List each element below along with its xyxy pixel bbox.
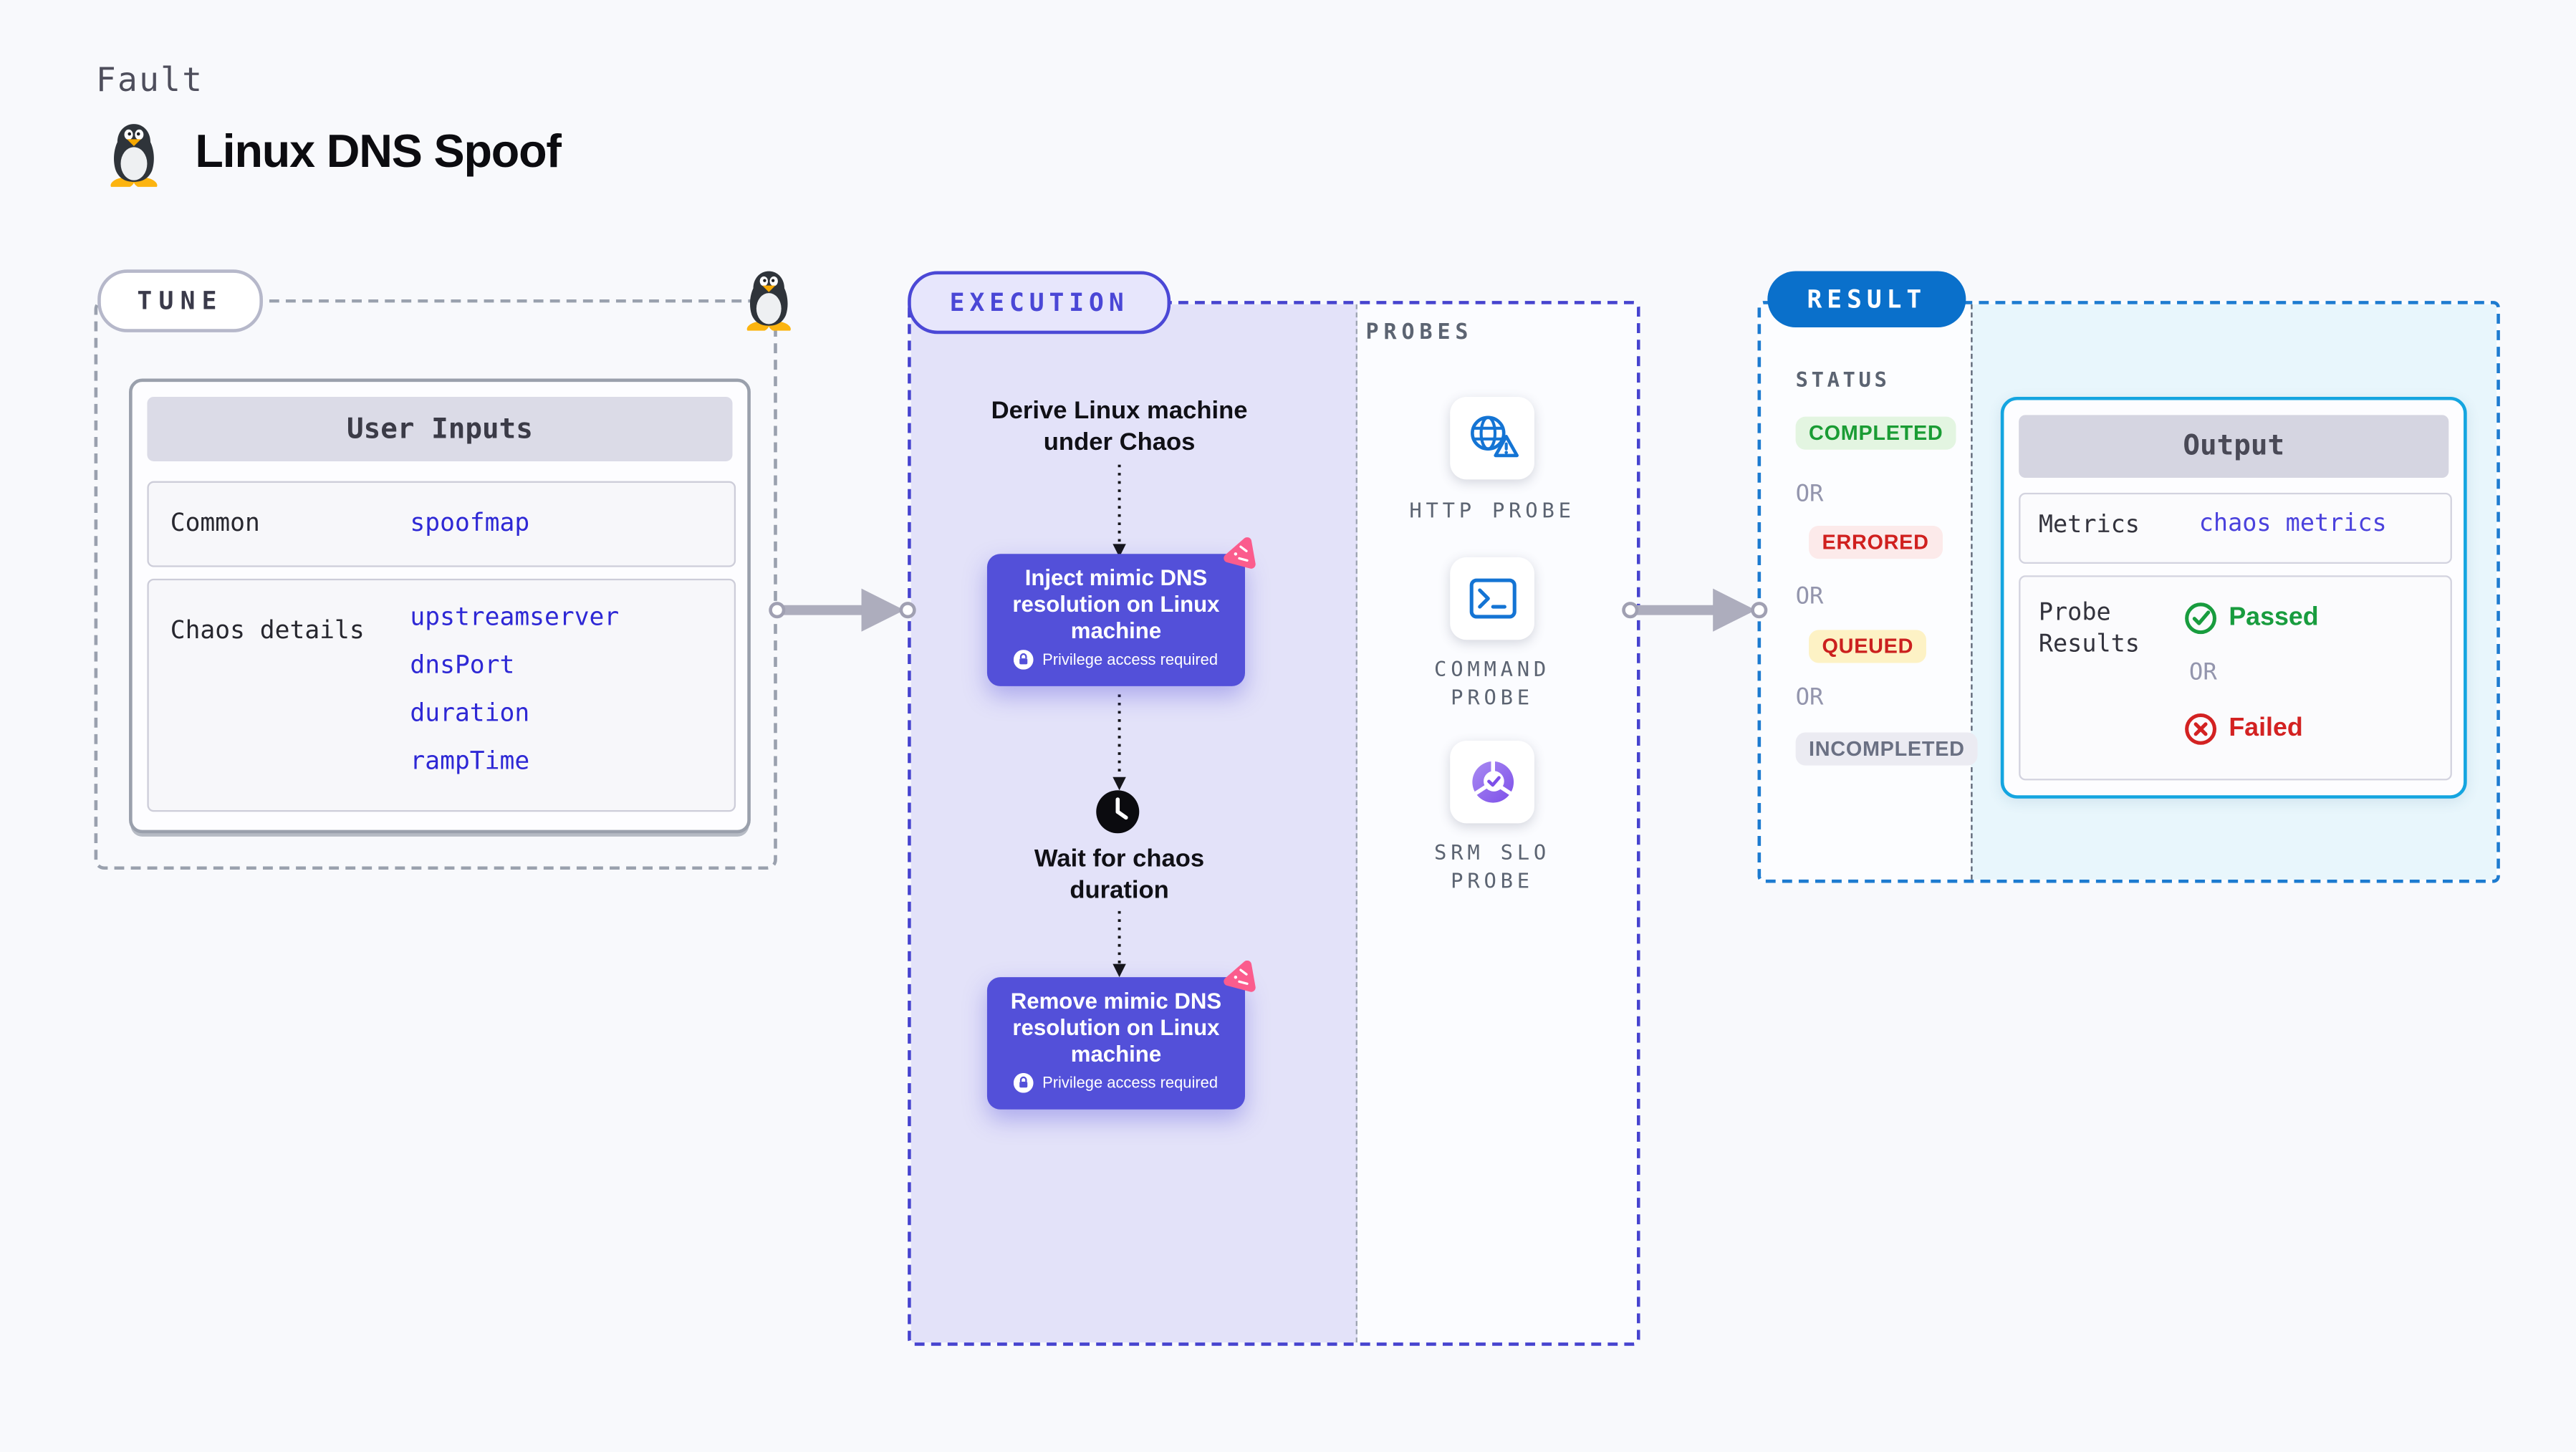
input-value[interactable]: duration [410, 698, 530, 728]
row-label: Chaos details [170, 615, 365, 645]
privilege-note: Privilege access required [1042, 650, 1219, 669]
probe-result-passed: Passed [2184, 602, 2319, 635]
execution-pill[interactable]: EXECUTION [908, 271, 1171, 335]
lock-icon [1014, 650, 1034, 670]
slo-gauge-icon [1471, 759, 1513, 803]
probe-label: SRM SLO PROBE [1434, 840, 1551, 893]
probe-label: HTTP PROBE [1409, 497, 1575, 523]
command-probe-card[interactable] [1450, 557, 1534, 640]
metrics-label: Metrics [2038, 512, 2140, 539]
inject-chaos-step-card[interactable]: Inject mimic DNS resolution on Linux mac… [986, 554, 1245, 686]
common-inputs-row: Common spoofmap [147, 481, 736, 567]
status-heading: STATUS [1795, 367, 1890, 393]
tux-penguin-icon [746, 271, 791, 331]
connector-arrow [782, 605, 863, 615]
or-separator: OR [1795, 481, 1824, 508]
connector-arrowhead [1713, 588, 1756, 632]
http-probe-card[interactable] [1450, 396, 1534, 480]
status-badge-incompleted: INCOMPLETED [1795, 732, 1979, 766]
input-value[interactable]: upstreamserver [410, 602, 620, 632]
connector-endpoint [769, 602, 786, 619]
remove-step-label: Remove mimic DNS resolution on Linux mac… [1010, 989, 1222, 1067]
input-value[interactable]: dnsPort [410, 650, 515, 680]
chaos-details-row: Chaos details upstreamserver dnsPort dur… [147, 578, 736, 812]
connector-arrowhead [861, 588, 905, 632]
user-inputs-card: User Inputs Common spoofmap Chaos detail… [129, 378, 751, 834]
chaos-fault-badge-icon [1224, 961, 1256, 992]
inject-step-label: Inject mimic DNS resolution on Linux mac… [1012, 565, 1220, 643]
connector-arrow [1635, 605, 1715, 615]
row-label: Common [170, 507, 260, 538]
x-circle-icon [2185, 713, 2217, 745]
tune-group-box [94, 299, 777, 870]
probe-results-row: Probe Results Passed OR Failed [2019, 575, 2452, 781]
check-circle-icon [2185, 602, 2217, 635]
status-badge-errored: ERRORED [1809, 525, 1943, 559]
or-separator: OR [1795, 583, 1824, 610]
globe-alert-icon [1469, 415, 1518, 458]
page-title: Linux DNS Spoof [195, 125, 562, 177]
output-card: Output Metrics chaos metrics Probe Resul… [2000, 396, 2467, 799]
probe-label: COMMAND PROBE [1434, 656, 1551, 710]
probe-result-failed: Failed [2184, 713, 2303, 746]
privilege-note: Privilege access required [1042, 1074, 1219, 1092]
chaos-fault-badge-icon [1224, 537, 1256, 569]
wait-clock-icon [1096, 790, 1140, 834]
probe-results-label: Probe Results [2038, 600, 2140, 658]
srm-slo-probe-card[interactable] [1450, 741, 1534, 824]
connector-endpoint [1622, 602, 1639, 619]
metrics-value[interactable]: chaos metrics [2198, 511, 2387, 538]
connector-endpoint [1751, 602, 1768, 619]
flow-arrow-down-icon [1112, 694, 1126, 791]
user-inputs-title: User Inputs [147, 396, 733, 461]
flow-arrow-down-icon [1112, 910, 1126, 978]
tux-penguin-icon [110, 124, 158, 187]
or-separator: OR [2188, 659, 2217, 686]
derive-step-label: Derive Linux machine under Chaos [991, 396, 1248, 457]
probes-heading: PROBES [1365, 320, 1474, 346]
metrics-row: Metrics chaos metrics [2019, 492, 2452, 564]
input-value[interactable]: spoofmap [410, 507, 530, 538]
status-badge-completed: COMPLETED [1795, 416, 1956, 450]
terminal-icon [1469, 578, 1516, 619]
fault-kicker: Fault [95, 59, 204, 100]
or-separator: OR [1795, 684, 1824, 711]
connector-endpoint [899, 602, 916, 619]
status-badge-queued: QUEUED [1809, 630, 1927, 663]
result-pill[interactable]: RESULT [1767, 271, 1966, 328]
tune-pill[interactable]: TUNE [97, 269, 263, 332]
remove-chaos-step-card[interactable]: Remove mimic DNS resolution on Linux mac… [986, 977, 1245, 1110]
lock-icon [1014, 1072, 1034, 1093]
flow-arrow-down-icon [1112, 464, 1126, 557]
wait-step-label: Wait for chaos duration [1034, 845, 1205, 905]
output-title: Output [2019, 415, 2449, 479]
input-value[interactable]: rampTime [410, 745, 530, 776]
